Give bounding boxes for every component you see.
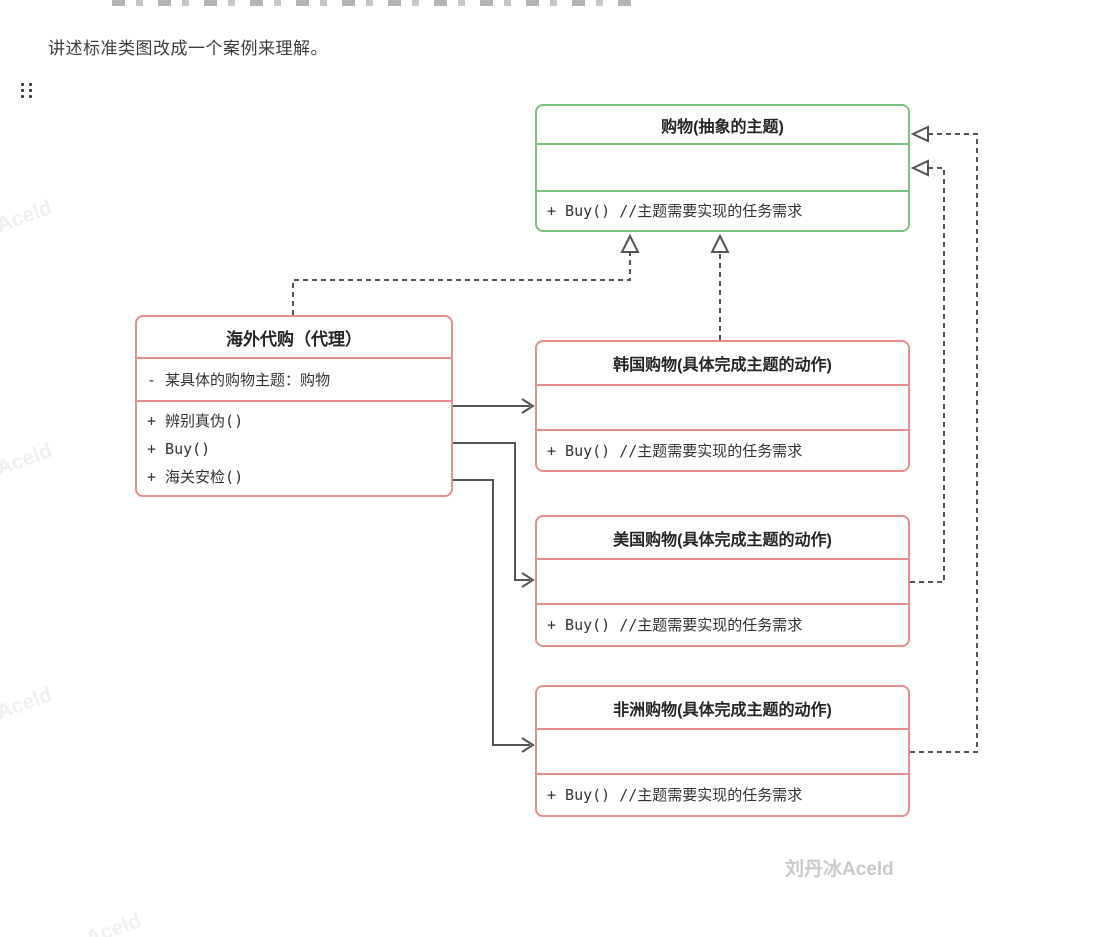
method-line: + 海关安检() (147, 467, 244, 486)
method-line: + Buy() //主题需要实现的任务需求 (547, 786, 803, 804)
uml-class-usa: 美国购物(具体完成主题的动作) + Buy() //主题需要实现的任务需求 (535, 515, 910, 647)
class-attributes-empty (537, 386, 908, 431)
class-attributes: - 某具体的购物主题：购物 (137, 359, 451, 402)
method-line: + 辨别真伪() (147, 411, 244, 430)
class-methods: + Buy() //主题需要实现的任务需求 (537, 605, 908, 645)
method-line: + Buy() //主题需要实现的任务需求 (547, 616, 803, 634)
arrowhead-proxy-to-usa (521, 572, 535, 588)
realization-africa-to-subject (910, 133, 978, 753)
class-methods: + 辨别真伪() + Buy() + 海关安检() (137, 402, 451, 495)
method-line: + Buy() //主题需要实现的任务需求 (547, 441, 803, 460)
arrow-proxy-to-africa (453, 479, 530, 746)
hollow-triangle-up-proxy (620, 233, 640, 253)
uml-class-korea: 韩国购物(具体完成主题的动作) + Buy() //主题需要实现的任务需求 (535, 340, 910, 472)
arrow-proxy-to-usa (453, 442, 530, 581)
hollow-triangle-up-korea (710, 233, 730, 253)
realization-usa-to-subject (910, 167, 945, 583)
hollow-triangle-left-africa (910, 125, 929, 143)
class-title: 海外代购（代理） (137, 317, 451, 359)
block-paragraph: 讲述标准类图改成一个案例来理解。 (48, 39, 328, 58)
class-methods: + Buy() //主题需要实现的任务需求 (537, 431, 908, 470)
watermark-side-2: Aceld (0, 438, 56, 481)
realization-proxy-to-subject (292, 252, 631, 315)
watermark-side-4: Aceld (82, 908, 145, 937)
uml-class-africa: 非洲购物(具体完成主题的动作) + Buy() //主题需要实现的任务需求 (535, 685, 910, 817)
class-title: 美国购物(具体完成主题的动作) (537, 517, 908, 560)
class-attributes-empty (537, 730, 908, 775)
method-line: + Buy() (147, 439, 211, 458)
uml-class-subject: 购物(抽象的主题) + Buy() //主题需要实现的任务需求 (535, 104, 910, 232)
class-attributes-empty (537, 145, 908, 192)
hollow-triangle-left-usa (910, 159, 929, 177)
arrowhead-proxy-to-korea (521, 398, 535, 414)
watermark-side-1: Aceld (0, 195, 56, 238)
clipped-text-line (112, 0, 632, 6)
class-title: 购物(抽象的主题) (537, 106, 908, 145)
uml-class-proxy: 海外代购（代理） - 某具体的购物主题：购物 + 辨别真伪() + Buy() … (135, 315, 453, 497)
watermark-author: 刘丹冰Aceld (785, 859, 894, 880)
watermark-side-3: Aceld (0, 682, 56, 725)
class-title: 非洲购物(具体完成主题的动作) (537, 687, 908, 730)
class-attributes-empty (537, 560, 908, 605)
arrowhead-proxy-to-africa (521, 737, 535, 753)
drag-handle-icon[interactable] (21, 83, 35, 100)
class-methods: + Buy() //主题需要实现的任务需求 (537, 192, 908, 230)
method-line: + Buy() //主题需要实现的任务需求 (547, 202, 803, 220)
class-methods: + Buy() //主题需要实现的任务需求 (537, 775, 908, 815)
class-title: 韩国购物(具体完成主题的动作) (537, 342, 908, 386)
